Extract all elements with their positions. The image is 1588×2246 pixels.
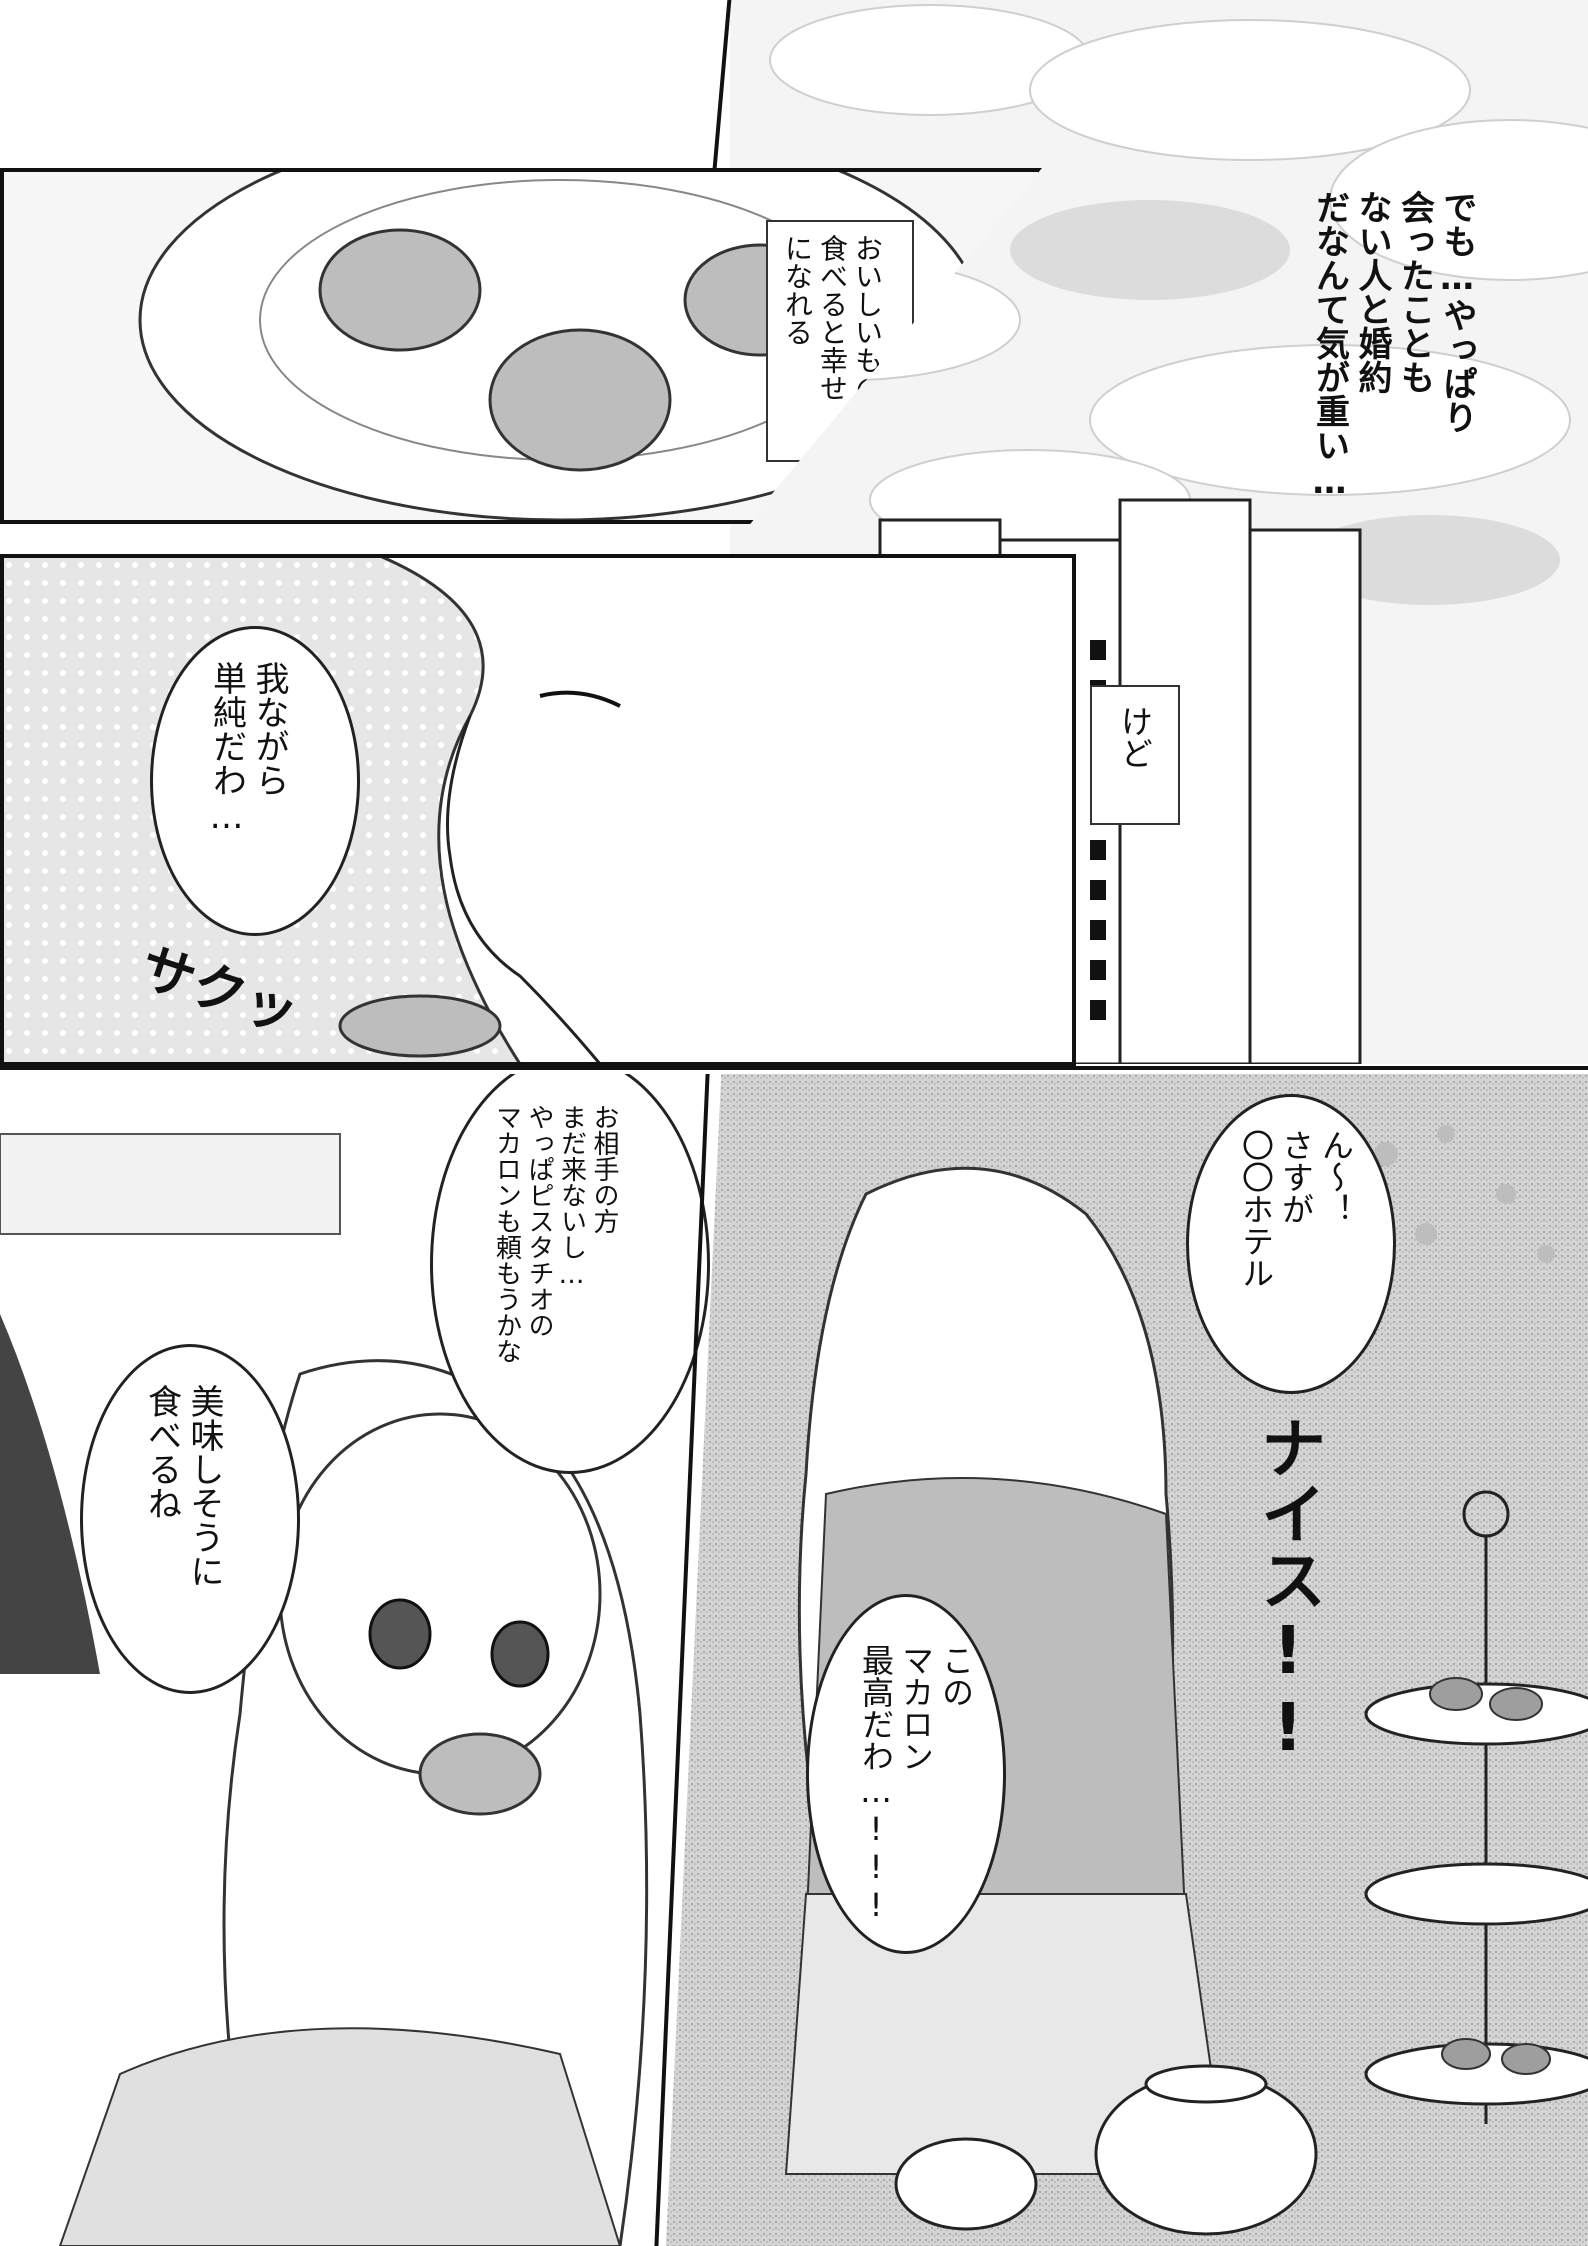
building-caption-box [1090, 685, 1180, 825]
observer-girl-art [0, 1074, 720, 2246]
eating-speech-bubble-bottom [806, 1594, 1006, 1954]
sky-panel: でも…やっぱり 会ったことも ない人と婚約 だなんて気が重い… [730, 0, 1588, 1064]
eating-sfx: ナイス!! [1249, 1414, 1327, 1766]
observer-speech-bubble [80, 1344, 300, 1694]
eating-speech-bubble-top [1186, 1094, 1396, 1394]
teacup-icon [894, 2137, 1038, 2231]
bite-speech-bubble [150, 626, 360, 936]
bite-speech: 我ながら 単純だわ… [206, 661, 290, 837]
eating-speech-bottom: この マカロン 最高だわ…!!! [857, 1644, 975, 1924]
eating-panel: ん〜！ さすが 〇〇ホテル ナイス!! この マカロン 最高だわ…!!! [666, 1074, 1588, 2246]
observer-thought-bubble [430, 1074, 710, 1474]
observer-speech: 美味しそうに 食べるね [141, 1384, 225, 1588]
observer-panel: お相手の方 まだ来ないし… やっぱピスタチオの マカロンも頼もうかな 美味しそう… [0, 1074, 720, 2246]
sky-caption: でも…やっぱり 会ったことも ない人と婚約 だなんて気が重い… [1309, 190, 1478, 502]
eating-girl-art [666, 1074, 1588, 2246]
macaron-icons [1429, 1677, 1551, 2075]
panel-divider-diagonal [712, 0, 732, 168]
building-caption: けど [1116, 705, 1154, 769]
eating-speech-top: ん〜！ さすが 〇〇ホテル [1237, 1129, 1355, 1289]
macaron-icon [338, 994, 502, 1058]
observer-thought: お相手の方 まだ来ないし… やっぱピスタチオの マカロンも頼もうかな [491, 1104, 620, 1364]
teapot-icon [1094, 2064, 1318, 2236]
bite-panel: 我ながら 単純だわ… サクッ [0, 556, 1074, 1064]
panel-divider-top [0, 1066, 1588, 1070]
macaron-icon [418, 1732, 542, 1816]
